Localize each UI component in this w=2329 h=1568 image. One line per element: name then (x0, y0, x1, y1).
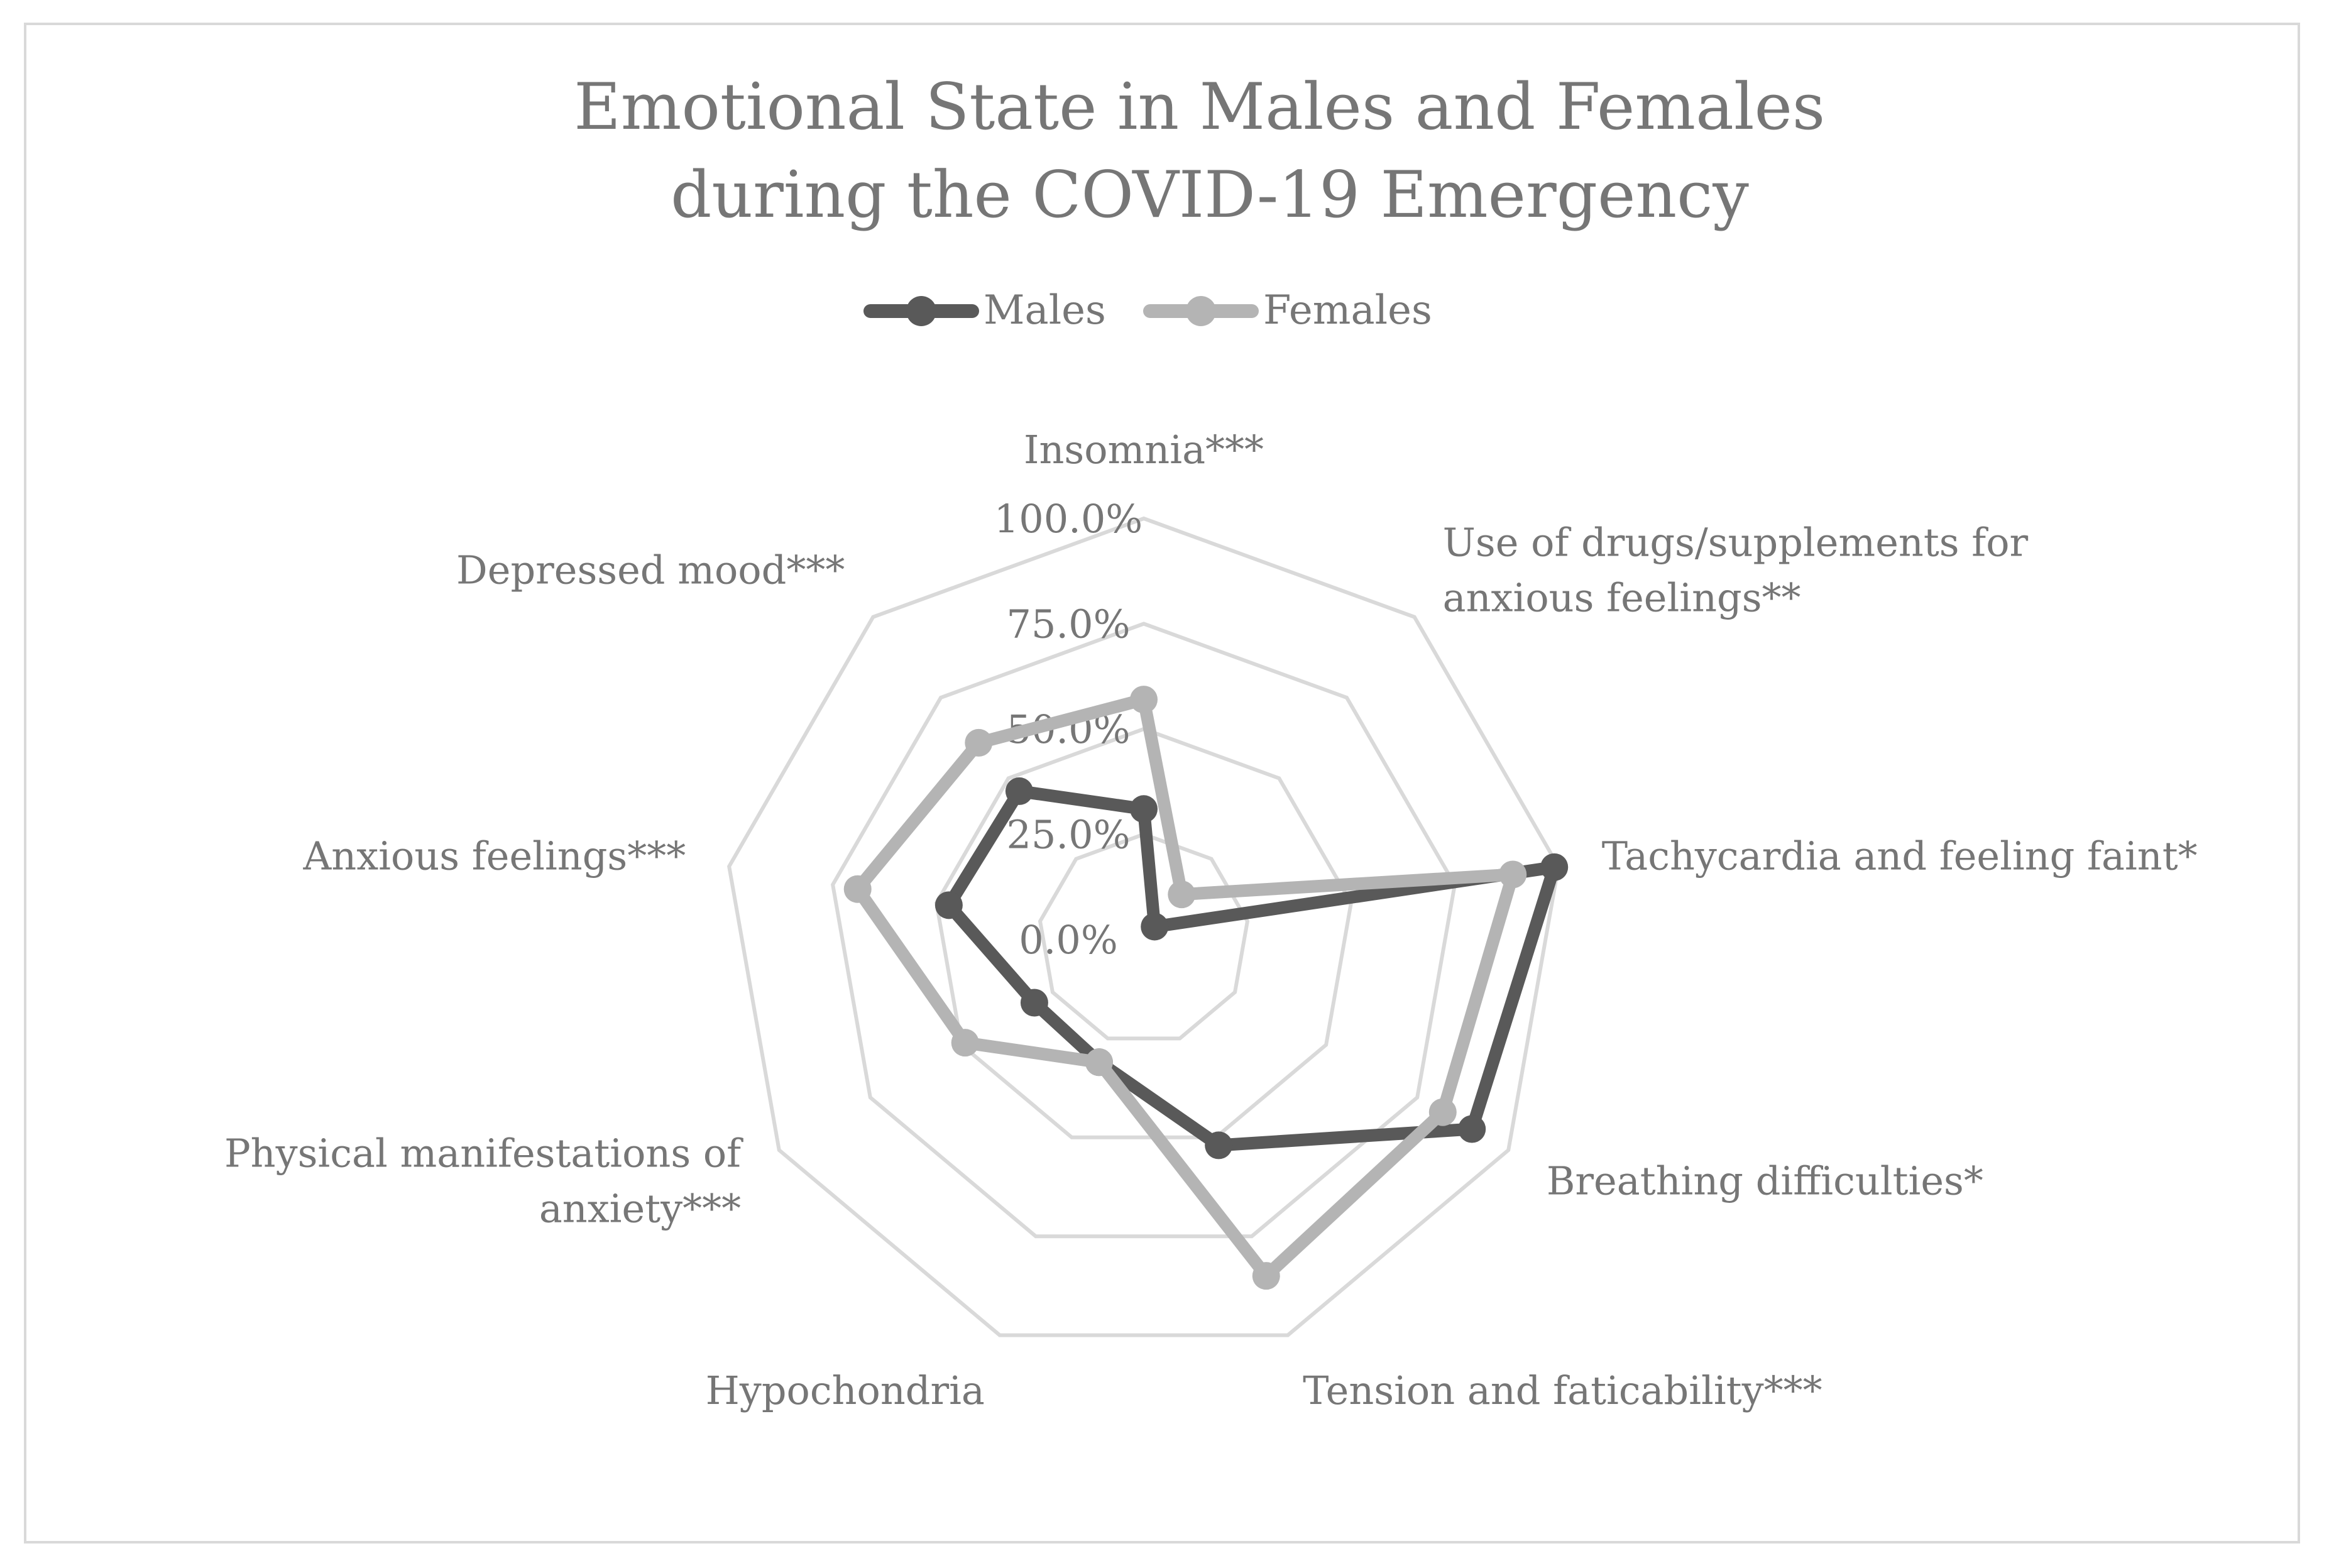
data-point-males (1540, 853, 1569, 881)
data-point-males (1141, 913, 1169, 941)
category-label: Physical manifestations of anxiety*** (224, 1131, 743, 1232)
category-label: Anxious feelings*** (303, 833, 686, 879)
data-point-females (1499, 860, 1527, 889)
data-point-females (1168, 880, 1196, 909)
category-label-line: Anxious feelings*** (303, 833, 686, 879)
category-label-line: Depressed mood*** (456, 547, 845, 593)
chart-title-line-2: during the COVID-19 Emergency (671, 158, 1749, 233)
category-label-line: Tachycardia and feeling faint* (1602, 833, 2198, 879)
category-label-line: Insomnia*** (1024, 427, 1264, 473)
category-label-line: Breathing difficulties* (1547, 1158, 1983, 1204)
data-point-males (1020, 989, 1048, 1017)
legend: Males Females (863, 287, 1432, 334)
category-label: Breathing difficulties* (1547, 1158, 1983, 1204)
series-line-females (851, 693, 1520, 1283)
grid-ring (934, 726, 1354, 1139)
legend-label-females: Females (1263, 287, 1432, 334)
data-point-males (1205, 1131, 1233, 1160)
grid-ring (830, 622, 1457, 1239)
radial-tick-label: 100.0% (994, 496, 1143, 542)
legend-label-males: Males (984, 287, 1106, 334)
series-layer (843, 686, 1569, 1290)
data-point-males (1130, 795, 1158, 823)
data-point-males (1458, 1115, 1486, 1143)
category-label-line: Physical manifestations of (224, 1131, 743, 1176)
legend-item-males: Males (863, 287, 1106, 334)
series-males (934, 777, 1569, 1160)
category-label-line: anxiety*** (539, 1186, 741, 1232)
category-label: Depressed mood*** (456, 547, 845, 593)
data-point-females (1130, 686, 1158, 714)
category-label-line: Use of drugs/supplements for (1443, 519, 2029, 565)
legend-marker-males (906, 296, 936, 326)
category-label: Hypochondria (706, 1368, 985, 1413)
category-label: Tension and faticability*** (1303, 1368, 1822, 1413)
series-females (843, 686, 1527, 1290)
data-point-males (1005, 777, 1033, 805)
radial-tick-label: 0.0% (1019, 917, 1118, 963)
series-line-males (942, 784, 1561, 1152)
radial-tick-label: 25.0% (1007, 812, 1131, 858)
chart-title-line-1: Emotional State in Males and Females (574, 70, 1825, 145)
data-point-females (843, 875, 872, 903)
category-label: Use of drugs/supplements for anxious feel… (1443, 519, 2029, 620)
category-label: Insomnia*** (1024, 427, 1264, 473)
category-label-line: Tension and faticability*** (1303, 1368, 1822, 1413)
legend-item-females: Females (1143, 287, 1432, 334)
category-label-line: Hypochondria (706, 1368, 985, 1413)
category-label-line: anxious feelings** (1443, 574, 1801, 620)
data-point-females (951, 1029, 979, 1057)
chart-title: Emotional State in Males and Females dur… (574, 70, 1845, 233)
category-label: Tachycardia and feeling faint* (1602, 833, 2198, 879)
data-point-males (934, 891, 963, 919)
radial-tick-label: 75.0% (1007, 601, 1131, 647)
data-point-females (1428, 1098, 1457, 1126)
data-point-females (1085, 1048, 1113, 1077)
data-point-females (965, 728, 993, 757)
data-point-females (1252, 1262, 1280, 1290)
category-labels: Insomnia*** Use of drugs/supplements for a… (224, 427, 2198, 1413)
grid-ring (727, 516, 1560, 1337)
legend-marker-females (1186, 296, 1216, 326)
